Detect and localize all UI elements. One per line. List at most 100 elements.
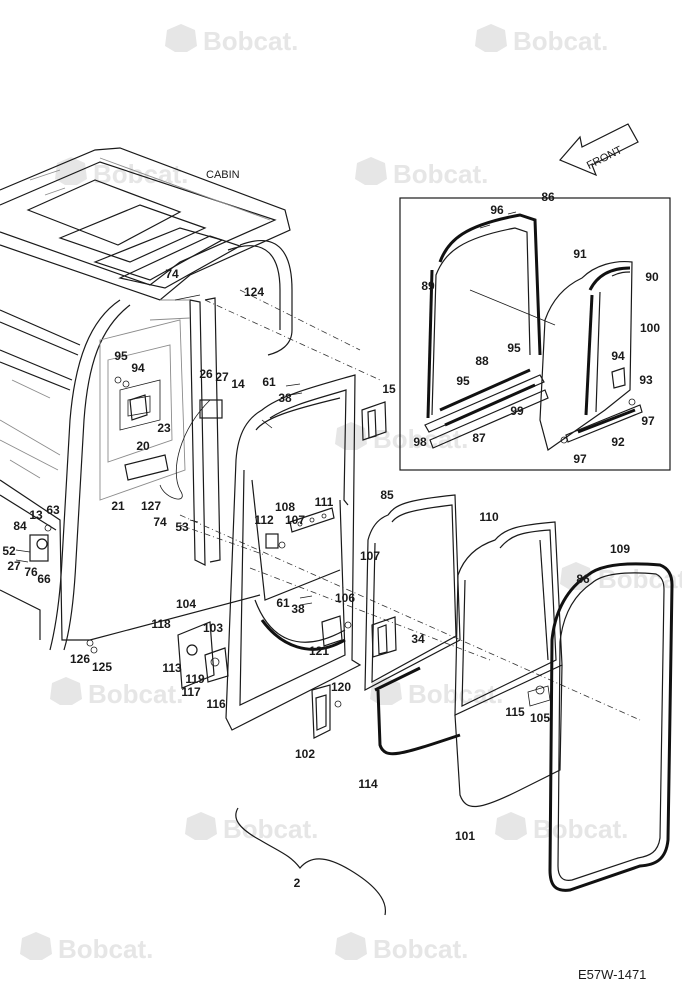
callout-125: 125 [92,660,112,674]
bobcat-logo-icon [20,932,52,960]
callout-89: 89 [421,279,435,293]
callout-105: 105 [530,711,550,725]
callout-87: 87 [472,431,486,445]
bobcat-watermark: Bobcat. [50,677,183,709]
watermark-text: Bobcat. [393,159,488,189]
callout-74: 74 [165,267,179,281]
callout-110: 110 [479,510,499,524]
callout-27: 27 [7,559,21,573]
cabin-label: CABIN [206,169,240,181]
callout-113: 113 [162,661,182,675]
callout-26: 26 [199,367,213,381]
bobcat-watermark: Bobcat. [335,932,468,964]
callout-96: 96 [490,203,504,217]
callout-97: 97 [573,452,587,466]
callout-116: 116 [206,697,226,711]
callout-121: 121 [309,644,329,658]
bobcat-logo-icon [355,157,387,185]
callout-94: 94 [131,361,145,375]
callout-34: 34 [411,632,425,646]
bobcat-logo-icon [165,24,197,52]
callout-103: 103 [203,621,223,635]
callout-117: 117 [181,685,201,699]
callout-97: 97 [641,414,655,428]
callout-15: 15 [382,382,396,396]
left-hardware [15,294,223,654]
callout-27: 27 [215,370,229,384]
bobcat-logo-icon [560,562,592,590]
callout-61: 61 [262,375,276,389]
callout-118: 118 [151,617,171,631]
bobcat-watermark: Bobcat. [20,932,153,964]
callout-119: 119 [185,672,205,686]
callout-95: 95 [114,349,128,363]
watermark-text: Bobcat. [223,814,318,844]
callout-23: 23 [157,421,171,435]
bobcat-watermark: Bobcat. [185,812,318,844]
watermark-text: Bobcat. [513,26,608,56]
watermark-text: Bobcat. [88,679,183,709]
callout-61: 61 [276,596,290,610]
callout-126: 126 [70,652,90,666]
watermark-text: Bobcat. [373,934,468,964]
bobcat-logo-icon [185,812,217,840]
callout-108: 108 [275,500,295,514]
callout-94: 94 [611,349,625,363]
callout-115: 115 [505,705,525,719]
callout-74: 74 [153,515,167,529]
callout-63: 63 [46,503,60,517]
door-frame [177,374,397,739]
callout-112: 112 [254,513,274,527]
callout-76: 76 [24,565,38,579]
callout-100: 100 [640,321,660,335]
callout-127: 127 [141,499,161,513]
watermark-text: Bobcat. [58,934,153,964]
callout-90: 90 [645,270,659,284]
bobcat-logo-icon [50,677,82,705]
callout-95: 95 [507,341,521,355]
front-direction-arrow: FRONT [559,123,639,177]
callout-102: 102 [295,747,315,761]
callout-107: 107 [360,549,380,563]
callout-111: 111 [315,495,334,509]
callout-14: 14 [231,377,245,391]
watermark-text: Bobcat. [203,26,298,56]
watermark-text: Bobcat. [533,814,628,844]
callout-107: 107 [285,513,305,527]
bobcat-watermark: Bobcat. [165,24,298,56]
callout-120: 120 [331,680,351,694]
front-label: FRONT [585,144,624,172]
callout-85: 85 [380,488,394,502]
callout-101: 101 [455,829,475,843]
bobcat-logo-icon [335,932,367,960]
callout-2: 2 [294,876,301,890]
callout-109: 109 [610,542,630,556]
inset-window-assembly [399,197,671,471]
figure-id: E57W-1471 [578,967,646,982]
callout-88: 88 [475,354,489,368]
bobcat-watermark: Bobcat. [475,24,608,56]
callout-21: 21 [111,499,125,513]
bobcat-watermark: Bobcat. [495,812,628,844]
bobcat-logo-icon [370,677,402,705]
callout-20: 20 [136,439,150,453]
callout-66: 66 [37,572,51,586]
callout-106: 106 [335,591,355,605]
callout-13: 13 [29,508,43,522]
bobcat-logo-icon [335,422,367,450]
callout-84: 84 [13,519,27,533]
bobcat-logo-icon [55,157,87,185]
bobcat-watermark: Bobcat. [355,157,488,189]
callout-93: 93 [639,373,653,387]
callout-52: 52 [2,544,16,558]
callout-86: 86 [576,572,590,586]
callout-124: 124 [244,285,264,299]
callout-92: 92 [611,435,625,449]
callout-114: 114 [358,777,378,791]
callout-99: 99 [510,404,524,418]
watermark-text: Bobcat. [598,564,682,594]
callout-38: 38 [278,391,292,405]
